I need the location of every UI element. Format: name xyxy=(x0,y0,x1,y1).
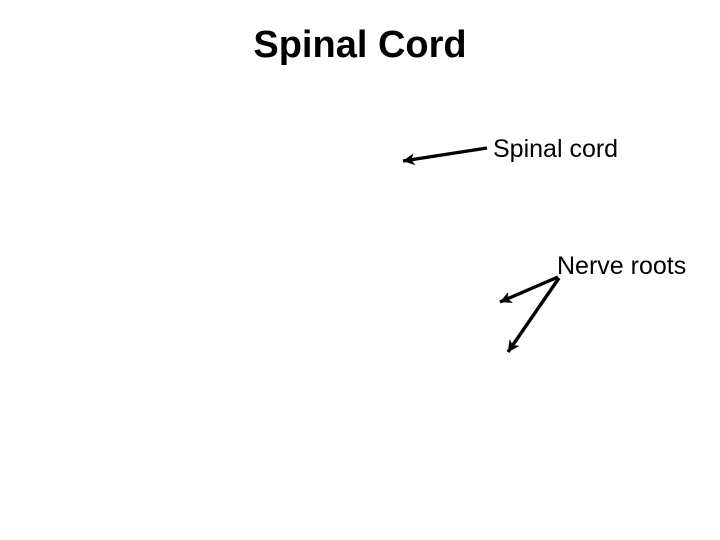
label-nerve-roots: Nerve roots xyxy=(557,252,687,280)
nerve-roots-arrow-lower xyxy=(506,277,561,353)
nerve-roots-arrow-upper xyxy=(499,275,559,304)
spinal-cord-arrow xyxy=(402,146,488,166)
slide-title: Spinal Cord xyxy=(253,24,467,66)
label-spinal-cord: Spinal cord xyxy=(493,135,619,163)
